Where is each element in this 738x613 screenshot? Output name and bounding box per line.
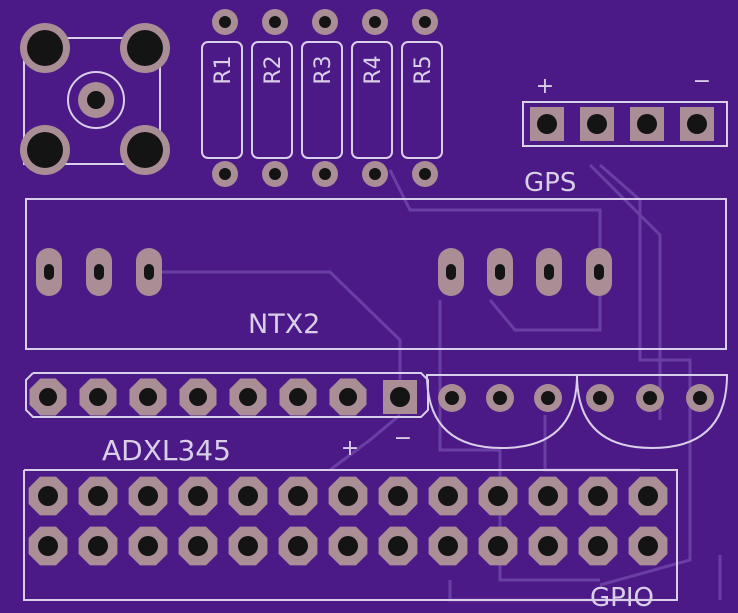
ntx2-pad-3-drill <box>144 264 154 280</box>
adxl345-pad-8-drill <box>390 387 410 407</box>
ntx2-pad-6-drill <box>544 264 554 280</box>
pads-layer <box>20 9 714 566</box>
silkscreen-labels: R1 R2 R3 R4 R5 GPS + − NTX2 ADXL345 + − … <box>102 55 711 613</box>
regulator-pad-2-drill <box>493 391 507 405</box>
regulator-pad-4-drill <box>593 391 607 405</box>
ntx2-pad-5-drill <box>495 264 505 280</box>
gpio-pad-bottom-12-drill <box>588 536 608 556</box>
r5-outline <box>401 41 443 159</box>
gps-pad-2-drill <box>587 114 607 134</box>
gps-plus-label: + <box>536 74 554 99</box>
gpio-pad-top-11-drill <box>538 486 558 506</box>
gpio-pad-bottom-5-drill <box>238 536 258 556</box>
button-pad-2-drill <box>127 30 163 66</box>
ntx2-pad-2-drill <box>94 264 104 280</box>
gpio-pad-top-5-drill <box>238 486 258 506</box>
regulator-pad-3-drill <box>541 391 555 405</box>
regulator-pad-6-drill <box>693 391 707 405</box>
gps-minus-label: − <box>693 69 711 94</box>
regulator-pad-5-drill <box>643 391 657 405</box>
ntx2-pad-1-drill <box>44 264 54 280</box>
gpio-pad-bottom-13-drill <box>638 536 658 556</box>
adxl345-pad-1-drill <box>39 388 57 406</box>
regulator-pad-1-drill <box>445 391 459 405</box>
adxl345-outline <box>25 372 429 418</box>
gpio-pad-bottom-2-drill <box>88 536 108 556</box>
r1-pad-top-drill <box>219 16 231 28</box>
r1-outline <box>201 41 243 159</box>
r3-outline <box>301 41 343 159</box>
gps-pad-4-drill <box>687 114 707 134</box>
r1-label: R1 <box>211 55 236 84</box>
gpio-pad-bottom-11-drill <box>538 536 558 556</box>
adxl-plus-label: + <box>341 436 359 461</box>
gpio-pad-bottom-4-drill <box>188 536 208 556</box>
gpio-pad-top-10-drill <box>488 486 508 506</box>
r2-outline <box>251 41 293 159</box>
r5-label: R5 <box>411 55 436 84</box>
gpio-pad-top-2-drill <box>88 486 108 506</box>
gps-outline <box>522 101 728 147</box>
gpio-pad-top-13-drill <box>638 486 658 506</box>
gpio-pad-bottom-1-drill <box>38 536 58 556</box>
r1-pad-bottom-drill <box>219 168 231 180</box>
gpio-pad-bottom-10-drill <box>488 536 508 556</box>
adxl345-pad-5-drill <box>239 388 257 406</box>
adxl345-label: ADXL345 <box>102 434 231 467</box>
gpio-pad-top-12-drill <box>588 486 608 506</box>
adxl345-pad-6-drill <box>289 388 307 406</box>
ntx2-pad-4-drill <box>446 264 456 280</box>
r2-pad-bottom-drill <box>269 168 281 180</box>
r4-pad-top-drill <box>369 16 381 28</box>
adxl345-pad-2-drill <box>89 388 107 406</box>
r3-pad-bottom-drill <box>319 168 331 180</box>
r3-label: R3 <box>311 55 336 84</box>
gpio-pad-bottom-9-drill <box>438 536 458 556</box>
gps-label: GPS <box>524 168 576 198</box>
gpio-pad-bottom-6-drill <box>288 536 308 556</box>
r5-pad-top-drill <box>419 16 431 28</box>
adxl345-pad-4-drill <box>189 388 207 406</box>
r3-pad-top-drill <box>319 16 331 28</box>
r5-pad-bottom-drill <box>419 168 431 180</box>
gpio-pad-top-9-drill <box>438 486 458 506</box>
gpio-pad-top-3-drill <box>138 486 158 506</box>
gpio-pad-bottom-3-drill <box>138 536 158 556</box>
button-outline <box>23 37 161 165</box>
gpio-label: GPIO <box>590 583 654 613</box>
adxl345-pad-3-drill <box>139 388 157 406</box>
gpio-pad-top-4-drill <box>188 486 208 506</box>
gpio-pad-bottom-8-drill <box>388 536 408 556</box>
ntx2-pad-7-drill <box>594 264 604 280</box>
button-pad-4-drill <box>127 132 163 168</box>
gpio-pad-top-6-drill <box>288 486 308 506</box>
gpio-pad-top-8-drill <box>388 486 408 506</box>
regulator-2-outline <box>575 374 729 450</box>
adxl-minus-label: − <box>394 426 412 451</box>
button-pad-1-drill <box>27 30 63 66</box>
gps-pad-1-drill <box>537 114 557 134</box>
regulator-1-outline <box>425 374 579 450</box>
r4-pad-bottom-drill <box>369 168 381 180</box>
ntx2-outline <box>25 198 727 350</box>
r4-label: R4 <box>361 55 386 84</box>
gpio-pad-top-1-drill <box>38 486 58 506</box>
ntx2-label: NTX2 <box>248 309 320 340</box>
gpio-pad-bottom-7-drill <box>338 536 358 556</box>
r4-outline <box>351 41 393 159</box>
r2-pad-top-drill <box>269 16 281 28</box>
silkscreen-outlines <box>23 37 729 601</box>
adxl345-pad-7-drill <box>339 388 357 406</box>
gpio-pad-top-7-drill <box>338 486 358 506</box>
r2-label: R2 <box>261 55 286 84</box>
gps-pad-3-drill <box>637 114 657 134</box>
button-pad-3-drill <box>27 132 63 168</box>
gpio-outline <box>23 469 678 601</box>
button-center-pad-drill <box>87 91 105 109</box>
